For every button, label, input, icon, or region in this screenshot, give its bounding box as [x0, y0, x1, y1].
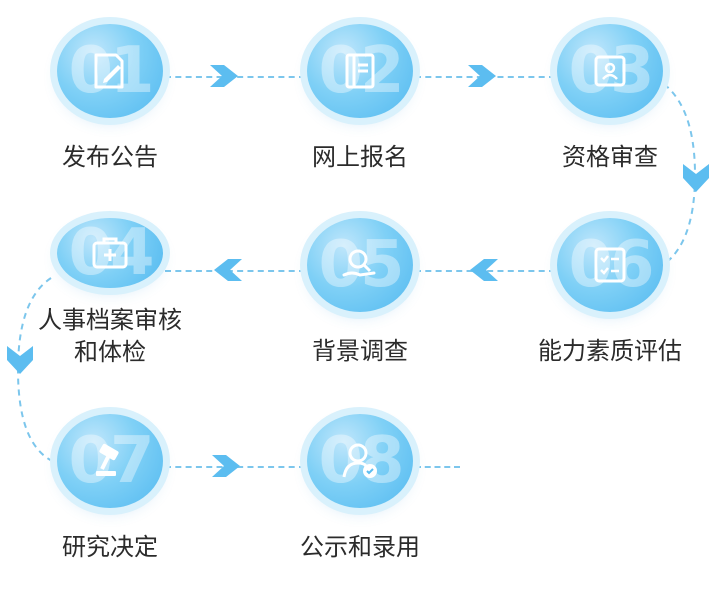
step-label: 资格审查 — [562, 143, 658, 171]
step-3: 03 资格审查 — [525, 24, 695, 174]
step-label-line: 人事档案审核 — [38, 306, 182, 334]
step-label: 网上报名 — [312, 143, 408, 171]
arrow-down-icon — [7, 346, 33, 374]
step-6: 06 能力素质评估 — [525, 218, 695, 368]
connector-8-tail — [415, 466, 460, 468]
checklist-icon — [594, 247, 626, 283]
arrow-left-icon — [470, 259, 498, 281]
step-label: 能力素质评估 — [538, 337, 682, 365]
magnifier-hand-icon — [342, 249, 376, 277]
step-number: 01 — [68, 34, 154, 108]
step-label: 人事档案审核 和体检 — [38, 304, 182, 368]
step-node: 04 — [57, 216, 163, 290]
step-5: 05 背景调查 — [275, 218, 445, 368]
document-edit-icon — [94, 53, 124, 89]
step-number: 07 — [68, 424, 154, 498]
gavel-icon — [96, 443, 119, 476]
arrow-down-icon — [683, 164, 709, 192]
step-2: 02 网上报名 — [275, 24, 445, 174]
step-label: 公示和录用 — [300, 533, 420, 561]
connector-5-4 — [165, 270, 305, 272]
user-check-icon — [342, 443, 377, 478]
step-node: 07 — [57, 414, 163, 508]
step-8: 08 公示和录用 — [275, 414, 445, 564]
id-card-icon — [594, 55, 626, 87]
arrow-right-icon — [210, 65, 238, 87]
step-label: 背景调查 — [312, 337, 408, 365]
step-label: 发布公告 — [62, 143, 158, 171]
clipboard-icon — [345, 53, 375, 89]
step-7: 07 研究决定 — [25, 414, 195, 564]
arrow-left-icon — [214, 259, 242, 281]
step-node: 02 — [307, 24, 413, 118]
arrow-right-icon — [468, 65, 496, 87]
arrow-right-icon — [212, 455, 240, 477]
step-node: 03 — [557, 24, 663, 118]
step-number: 06 — [568, 228, 654, 302]
step-label: 研究决定 — [62, 533, 158, 561]
step-node: 05 — [307, 218, 413, 312]
step-1: 01 发布公告 — [25, 24, 195, 174]
step-label-line: 和体检 — [74, 338, 146, 366]
step-4: 04 人事档案审核 和体检 — [25, 216, 195, 368]
step-node: 06 — [557, 218, 663, 312]
step-node: 01 — [57, 24, 163, 118]
step-node: 08 — [307, 414, 413, 508]
medical-kit-icon — [92, 237, 128, 269]
